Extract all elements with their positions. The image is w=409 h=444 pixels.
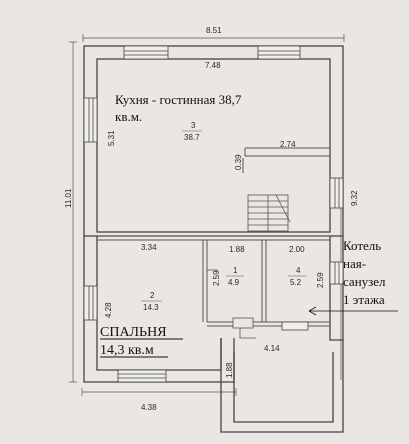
- dim-room4-height: 2.59: [316, 272, 325, 288]
- dim-room1-height: 2.59: [212, 270, 221, 286]
- dim-right-outer: 9.32: [350, 190, 359, 206]
- staircase: [247, 194, 291, 232]
- doors: [207, 269, 256, 339]
- dim-top-inner: 7.48: [205, 61, 221, 70]
- dimension-lines: [69, 34, 345, 396]
- dim-porch-depth: 1.88: [225, 362, 234, 378]
- dimension-labels: 8.51 7.48 11.01 9.32 5.31 2.74 0.39 3.34…: [64, 26, 359, 412]
- annotations: Кухня - гостинная 38,7 кв.м. СПАЛЬНЯ 14,…: [100, 92, 398, 358]
- dim-stair-depth: 0.39: [234, 154, 243, 170]
- bedroom-label-line2: 14,3 кв.м: [100, 343, 154, 358]
- dim-bedroom-width: 3.34: [141, 243, 157, 252]
- boiler-pointer-arrowhead: [308, 306, 317, 316]
- kitchen-label-line1: Кухня - гостинная 38,7: [115, 92, 242, 107]
- room-4-area: 5.2: [290, 278, 302, 287]
- room-3-area: 38.7: [184, 133, 200, 142]
- room-2-number: 2: [150, 291, 155, 300]
- dim-kitchen-left: 5.31: [107, 130, 116, 146]
- dim-room4-width: 2.00: [289, 245, 305, 254]
- room-3-number: 3: [191, 121, 196, 130]
- dim-room1-width: 1.88: [229, 245, 245, 254]
- dim-left-outer: 11.01: [64, 188, 73, 208]
- windows: [83, 45, 344, 383]
- boiler-label-line4: 1 этажа: [343, 292, 385, 307]
- dim-bedroom-height: 4.28: [104, 302, 113, 318]
- boiler-label-line2: ная-: [343, 256, 366, 271]
- dim-top-outer: 8.51: [206, 26, 222, 35]
- bedroom-label-line1: СПАЛЬНЯ: [100, 325, 167, 340]
- boiler-label-line3: санузел: [343, 274, 386, 289]
- kitchen-label-line2: кв.м.: [115, 109, 142, 124]
- room-2-area: 14.3: [143, 303, 159, 312]
- room-1-area: 4.9: [228, 278, 240, 287]
- room-4-number: 4: [296, 266, 301, 275]
- room-1-number: 1: [233, 266, 238, 275]
- dim-stair-width: 2.74: [280, 140, 296, 149]
- dim-porch-width: 4.14: [264, 344, 280, 353]
- inner-walls: [97, 147, 330, 327]
- boiler-label-line1: Котель: [343, 238, 381, 253]
- room-markers: 3 38.7 2 14.3 1 4.9 4 5.2: [141, 121, 306, 312]
- dim-bottom-width: 4.38: [141, 403, 157, 412]
